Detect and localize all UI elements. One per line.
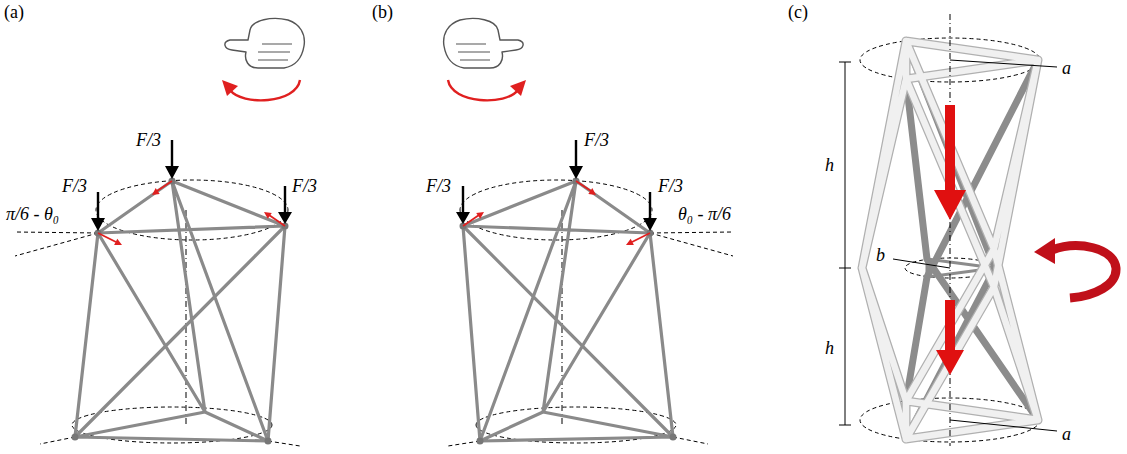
height-dimension <box>839 62 851 425</box>
force-label: F/3 <box>62 176 87 196</box>
angle-label: π/6 - θ₀ <box>6 204 59 224</box>
panel-label: (b) <box>372 2 393 22</box>
twist-arrow <box>1052 246 1116 298</box>
force-label: F/3 <box>584 130 609 150</box>
panel-a-figure <box>15 18 304 446</box>
panel-b-figure <box>444 18 733 446</box>
force-label: F/3 <box>426 176 451 196</box>
radius-label: a <box>1062 424 1071 444</box>
dimension-label: h <box>825 155 834 175</box>
radius-label: a <box>1062 58 1071 78</box>
angle-label: θ₀ - π/6 <box>678 204 731 224</box>
axis-line <box>950 14 951 446</box>
radius-leaders <box>893 60 1057 431</box>
radius-label: b <box>876 245 885 265</box>
load-arrows <box>934 105 966 375</box>
force-label: F/3 <box>292 176 317 196</box>
dimension-label: h <box>825 338 834 358</box>
twist-arrowhead <box>1034 238 1055 264</box>
force-label: F/3 <box>136 130 161 150</box>
panel-label: (c) <box>788 2 808 22</box>
force-label: F/3 <box>658 176 683 196</box>
panel-label: (a) <box>4 2 24 22</box>
